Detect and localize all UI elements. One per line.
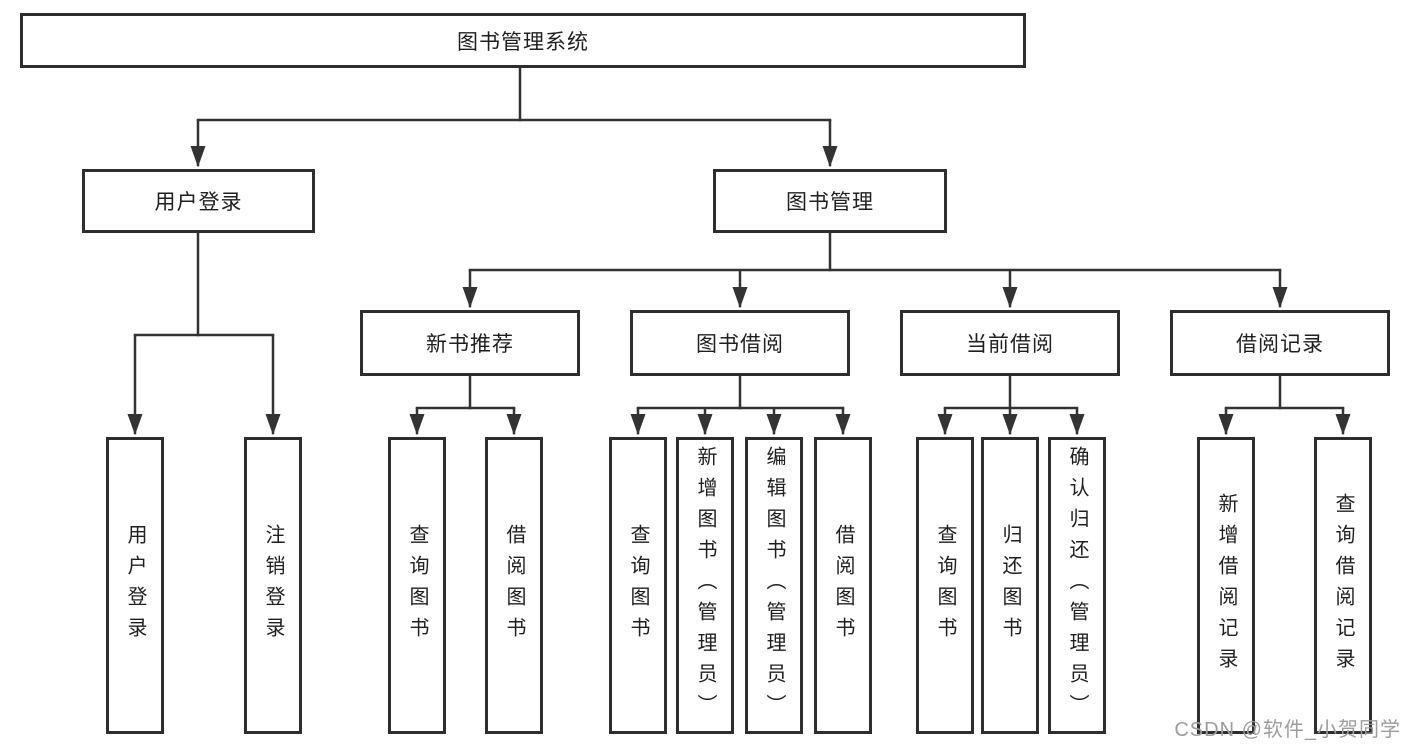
leaf-current-query-book: 查询图书 — [916, 437, 974, 734]
node-new-book-recommend: 新书推荐 — [360, 310, 580, 376]
leaf-borrow-query-book: 查询图书 — [609, 437, 667, 734]
leaf-recommend-query-book-label: 查询图书 — [406, 523, 428, 648]
node-book-management: 图书管理 — [713, 169, 947, 233]
node-user-login: 用户登录 — [82, 169, 315, 233]
leaf-current-return-book-label: 归还图书 — [999, 523, 1021, 648]
leaf-current-confirm-return-admin: 确认归还（管理员） — [1048, 437, 1106, 734]
leaf-recommend-borrow-book-label: 借阅图书 — [503, 523, 525, 648]
node-library-management-system: 图书管理系统 — [20, 13, 1026, 68]
leaf-borrow-borrow-book-label: 借阅图书 — [832, 523, 854, 648]
leaf-recommend-query-book: 查询图书 — [388, 437, 446, 734]
leaf-records-add-record: 新增借阅记录 — [1197, 437, 1255, 734]
node-book-borrowing: 图书借阅 — [630, 310, 850, 376]
csdn-watermark: CSDN @软件_小贺同学 — [1174, 719, 1401, 741]
leaf-logout-label: 注销登录 — [262, 523, 284, 648]
leaf-current-query-book-label: 查询图书 — [934, 523, 956, 648]
leaf-borrow-add-book-admin-label: 新增图书（管理员） — [694, 446, 716, 725]
leaf-borrow-borrow-book: 借阅图书 — [814, 437, 872, 734]
leaf-records-query-record: 查询借阅记录 — [1314, 437, 1372, 734]
leaf-user-login: 用户登录 — [106, 437, 164, 734]
leaf-borrow-add-book-admin: 新增图书（管理员） — [676, 437, 734, 734]
leaf-records-add-record-label: 新增借阅记录 — [1215, 492, 1237, 679]
leaf-recommend-borrow-book: 借阅图书 — [485, 437, 543, 734]
leaf-user-login-label: 用户登录 — [124, 523, 146, 648]
leaf-records-query-record-label: 查询借阅记录 — [1332, 492, 1354, 679]
leaf-borrow-edit-book-admin-label: 编辑图书（管理员） — [763, 446, 785, 725]
leaf-current-return-book: 归还图书 — [981, 437, 1039, 734]
node-current-borrowing: 当前借阅 — [900, 310, 1120, 376]
leaf-current-confirm-return-admin-label: 确认归还（管理员） — [1066, 446, 1088, 725]
leaf-borrow-query-book-label: 查询图书 — [627, 523, 649, 648]
leaf-borrow-edit-book-admin: 编辑图书（管理员） — [745, 437, 803, 734]
leaf-logout: 注销登录 — [244, 437, 302, 734]
node-borrowing-records: 借阅记录 — [1170, 310, 1390, 376]
